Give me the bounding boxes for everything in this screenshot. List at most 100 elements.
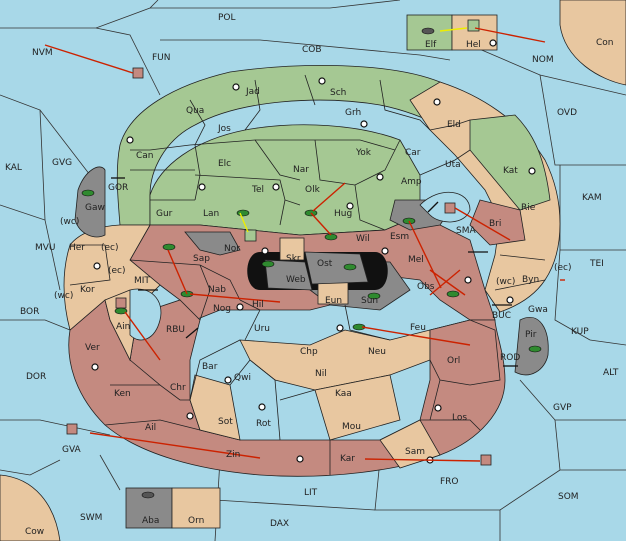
map-labels: POL FUN COB NVM NOM Con Elf Hel OVD KAL … (5, 13, 619, 537)
svg-text:POL: POL (218, 13, 236, 23)
svg-text:Car: Car (405, 148, 421, 158)
svg-text:Eld: Eld (447, 120, 461, 130)
svg-text:NVM: NVM (32, 48, 53, 58)
svg-text:Hel: Hel (466, 40, 481, 50)
svg-text:Zin: Zin (226, 450, 240, 460)
svg-text:Elc: Elc (218, 159, 231, 169)
province-Web[interactable] (264, 259, 313, 291)
svg-text:Mou: Mou (342, 422, 361, 432)
svg-text:Her: Her (69, 243, 85, 253)
svg-text:Orn: Orn (188, 516, 204, 526)
svg-text:(ec): (ec) (101, 243, 119, 253)
svg-text:Pir: Pir (525, 330, 537, 340)
svg-text:Amp: Amp (401, 177, 422, 187)
svg-text:Rie: Rie (521, 203, 536, 213)
svg-text:Qwi: Qwi (234, 373, 251, 383)
svg-text:Elf: Elf (425, 40, 437, 50)
svg-text:Ain: Ain (116, 322, 130, 332)
svg-text:SOM: SOM (558, 492, 579, 502)
svg-text:Gur: Gur (156, 209, 173, 219)
support-arrows (239, 27, 468, 233)
order-arrows (44, 27, 565, 462)
svg-text:(ec): (ec) (554, 263, 572, 273)
province-Ost[interactable] (304, 251, 369, 285)
svg-text:DAX: DAX (270, 519, 289, 529)
svg-text:GOR: GOR (108, 183, 128, 193)
svg-text:Hil: Hil (252, 300, 264, 310)
svg-text:Uta: Uta (445, 160, 461, 170)
svg-text:Lan: Lan (203, 209, 219, 219)
province-Sam[interactable] (379, 419, 441, 469)
svg-text:SMA: SMA (456, 226, 476, 236)
svg-text:Ken: Ken (114, 389, 131, 399)
svg-text:Ver: Ver (85, 343, 100, 353)
svg-text:Los: Los (452, 413, 467, 423)
svg-text:Hug: Hug (334, 209, 352, 219)
svg-text:ALT: ALT (603, 368, 619, 378)
svg-text:Skr: Skr (286, 254, 301, 264)
svg-text:GVP: GVP (553, 403, 572, 413)
svg-text:Jad: Jad (245, 87, 260, 97)
svg-text:Sot: Sot (218, 417, 233, 427)
province-Gaw[interactable] (74, 166, 106, 238)
svg-text:Nor: Nor (224, 244, 240, 254)
svg-text:Can: Can (136, 151, 154, 161)
svg-text:Kor: Kor (80, 285, 95, 295)
svg-text:Sch: Sch (330, 88, 346, 98)
svg-text:ROD: ROD (500, 353, 520, 363)
passage-arrows (111, 177, 518, 367)
svg-text:Kar: Kar (340, 454, 355, 464)
svg-text:Chp: Chp (300, 347, 318, 357)
svg-text:Byn: Byn (522, 275, 539, 285)
svg-text:(wc): (wc) (54, 291, 73, 301)
svg-text:KAM: KAM (582, 193, 602, 203)
province-Mou[interactable] (314, 374, 401, 441)
svg-text:Kaa: Kaa (335, 389, 352, 399)
svg-text:Ail: Ail (145, 423, 156, 433)
svg-text:OVD: OVD (557, 108, 577, 118)
svg-text:Gaw: Gaw (85, 203, 105, 213)
svg-text:Sam: Sam (405, 447, 425, 457)
svg-text:Esm: Esm (390, 232, 409, 242)
svg-text:Yok: Yok (355, 148, 372, 158)
province-Nor-gray (184, 231, 241, 256)
svg-text:Ost: Ost (317, 259, 333, 269)
svg-text:GVG: GVG (52, 158, 72, 168)
svg-text:COB: COB (302, 45, 322, 55)
svg-text:(wc): (wc) (60, 217, 79, 227)
svg-text:NOM: NOM (532, 55, 554, 65)
province-Skr[interactable] (279, 237, 305, 261)
svg-text:FUN: FUN (152, 53, 171, 63)
svg-text:Gwa: Gwa (528, 305, 548, 315)
province-Kat[interactable] (469, 114, 551, 211)
sea-MIT-inner (129, 288, 162, 341)
svg-text:BUC: BUC (492, 311, 511, 321)
province-Orl[interactable] (429, 319, 501, 386)
svg-text:Rot: Rot (256, 419, 271, 429)
svg-text:Jos: Jos (217, 124, 231, 134)
svg-text:Cow: Cow (25, 527, 44, 537)
svg-text:Tel: Tel (251, 185, 264, 195)
svg-text:DOR: DOR (26, 372, 46, 382)
svg-text:Uru: Uru (254, 324, 270, 334)
svg-text:Obs: Obs (417, 282, 435, 292)
svg-text:Neu: Neu (368, 347, 386, 357)
svg-text:Web: Web (286, 275, 306, 285)
svg-text:Grh: Grh (345, 108, 361, 118)
svg-text:GVA: GVA (62, 445, 82, 455)
province-Bri[interactable] (469, 199, 526, 246)
province-borders (69, 74, 546, 475)
svg-text:Olk: Olk (305, 185, 321, 195)
svg-text:MIT: MIT (134, 276, 150, 286)
svg-text:Mel: Mel (408, 255, 424, 265)
svg-text:Con: Con (596, 38, 614, 48)
svg-text:KAL: KAL (5, 163, 22, 173)
svg-text:Nil: Nil (315, 369, 327, 379)
svg-text:Nar: Nar (293, 165, 309, 175)
svg-text:Kat: Kat (503, 166, 518, 176)
svg-text:LIT: LIT (304, 488, 318, 498)
svg-text:Nog: Nog (213, 304, 231, 314)
province-Orn[interactable] (171, 487, 221, 529)
